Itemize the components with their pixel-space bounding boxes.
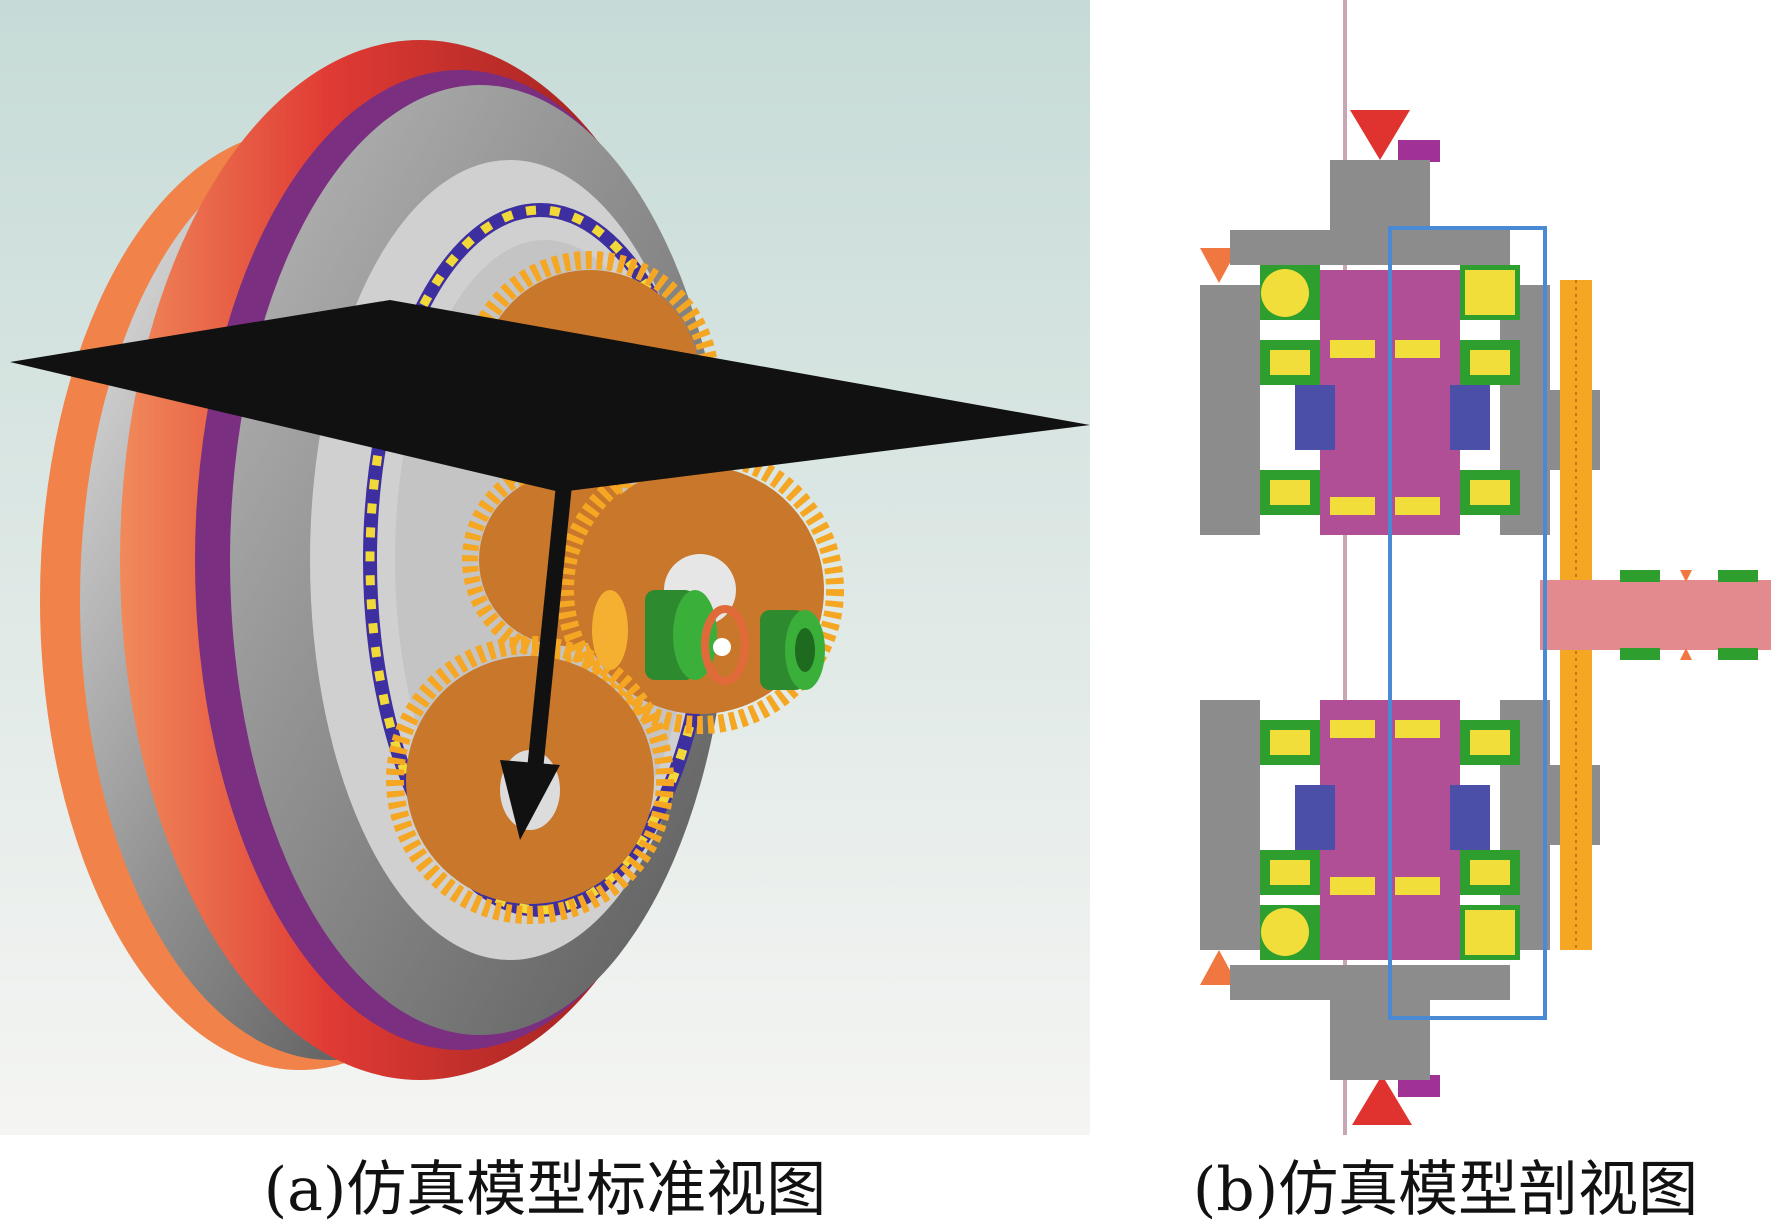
tapered-bearings (1260, 340, 1520, 895)
ball-bearings (1260, 265, 1520, 960)
caption-section-view: (b)仿真模型剖视图 (1192, 1155, 1699, 1225)
input-shaft (1540, 580, 1771, 650)
bottom-support (1352, 1075, 1440, 1125)
shaft-marker-bottom (1680, 648, 1692, 660)
input-shaft-bearings (592, 590, 825, 690)
section-view-drawing (1120, 0, 1771, 1135)
planet-pins (1295, 385, 1490, 850)
standard-view-drawing (0, 0, 1090, 1135)
shaft-marker-top (1680, 570, 1692, 582)
shaft-supports (1620, 570, 1758, 660)
view-direction-arrow (500, 474, 573, 840)
section-view-panel (1120, 0, 1771, 1135)
left-lower-support (1200, 950, 1238, 985)
caption-standard-view: (a)仿真模型标准视图 (263, 1155, 827, 1225)
section-highlight-frame (1388, 226, 1547, 1020)
section-plane (10, 300, 1090, 492)
top-support (1350, 110, 1440, 162)
standard-view-panel (0, 0, 1090, 1135)
planet-rollers (1330, 340, 1440, 895)
left-upper-support (1200, 248, 1238, 283)
